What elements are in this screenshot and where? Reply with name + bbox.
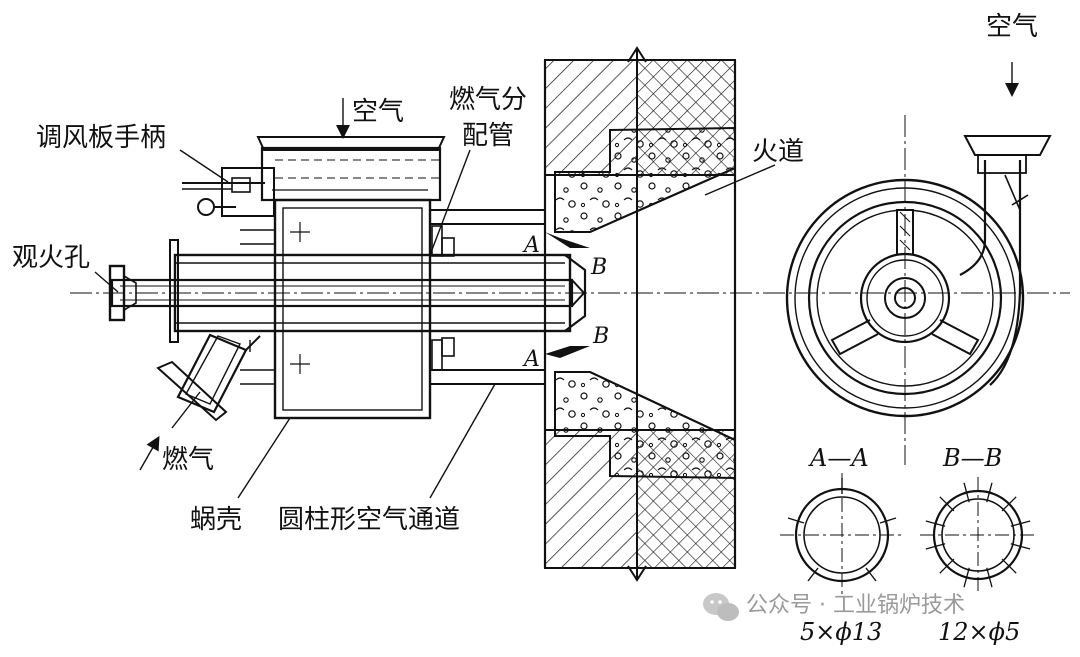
nozzle-tick — [963, 482, 970, 503]
refractory-cone — [554, 126, 736, 480]
label-cyl-air-channel: 圆柱形空气通道 — [278, 505, 460, 535]
throat-markers: A B B A — [522, 232, 609, 372]
nozzle-tick — [925, 543, 946, 550]
label-sight-hole: 观火孔 — [12, 243, 90, 273]
leader-lines — [94, 98, 776, 499]
section-mark-b-upper: B — [590, 255, 607, 280]
nozzle-tick — [986, 482, 993, 503]
gas-inlet-pipe — [156, 333, 261, 422]
nozzle-tick — [925, 520, 946, 527]
cylindrical-air-channel — [429, 209, 546, 385]
nozzle-tick — [939, 558, 955, 574]
nozzle-tick — [1010, 543, 1031, 550]
section-mark-a-upper: A — [522, 233, 540, 258]
nozzle-tick — [939, 496, 955, 512]
label-air-top: 空气 — [352, 97, 404, 127]
nozzle-tick — [986, 567, 993, 588]
section-mark-a-lower: A — [522, 347, 540, 372]
fan-side-view — [785, 62, 1052, 465]
section-b-b — [920, 477, 1036, 593]
section-caption-a-a: 5×ϕ13 — [800, 618, 882, 646]
label-gas-pipe-line2: 配管 — [462, 121, 514, 151]
nozzle-tick — [1001, 496, 1017, 512]
section-title-b-b: B—B — [942, 444, 1002, 472]
label-air-right: 空气 — [986, 12, 1038, 42]
furnace-wall — [543, 46, 737, 582]
volute-housing — [182, 136, 446, 420]
section-mark-b-lower: B — [592, 324, 609, 349]
label-flue: 火道 — [752, 137, 804, 167]
nozzle-tick — [1010, 520, 1031, 527]
labels: 空气 空气 调风板手柄 燃气分 配管 火道 观火孔 燃气 蜗壳 圆柱形空气通道 … — [12, 12, 1038, 646]
label-gas-pipe-line1: 燃气分 — [449, 85, 527, 115]
nozzle-tick — [1001, 558, 1017, 574]
label-volute: 蜗壳 — [190, 505, 242, 535]
section-a-a — [780, 473, 904, 597]
nozzle-tick — [963, 567, 970, 588]
gas-distribution-pipe — [173, 253, 587, 333]
section-title-a-a: A—A — [808, 444, 869, 472]
sight-tube — [108, 239, 586, 343]
label-gas: 燃气 — [162, 445, 214, 475]
watermark: 公众号 · 工业锅炉技术 — [703, 593, 965, 621]
wechat-icon — [703, 593, 739, 621]
label-damper-handle: 调风板手柄 — [36, 123, 166, 153]
watermark-text: 公众号 · 工业锅炉技术 — [746, 593, 965, 618]
section-caption-b-b: 12×ϕ5 — [938, 618, 1020, 646]
